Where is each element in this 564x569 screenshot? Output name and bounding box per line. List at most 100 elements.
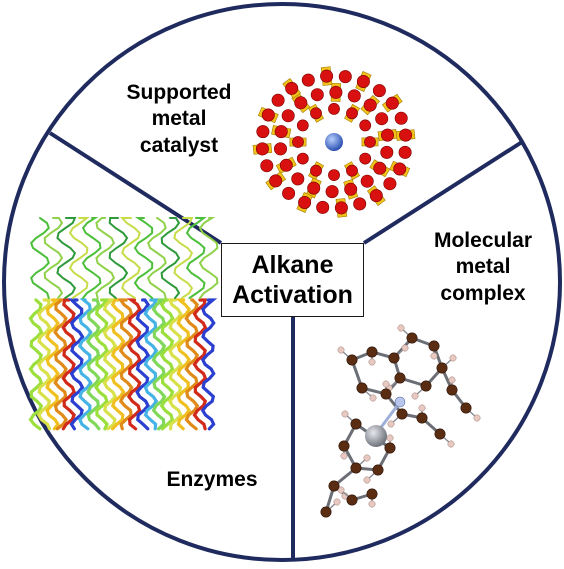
enzyme-loop	[133, 217, 154, 299]
molecular-metal-complex-label: Molecular metal complex	[408, 228, 558, 307]
metal-center-atom	[365, 425, 387, 447]
center-title-box: Alkane Activation	[221, 243, 364, 317]
zeolite-oxygen-atom	[316, 200, 330, 214]
zeolite-oxygen-atom	[296, 119, 309, 132]
hydrogen-atom	[369, 394, 377, 402]
carbon-atom	[416, 412, 428, 424]
zeolite-oxygen-atom	[255, 142, 269, 156]
enzyme-loop	[68, 217, 90, 299]
zeolite-oxygen-atom	[364, 136, 376, 148]
hydrogen-atom	[341, 410, 349, 418]
enzyme-helix	[200, 298, 218, 431]
hydrogen-atom	[386, 434, 394, 442]
enzyme-helix	[28, 298, 44, 431]
enzyme-helix	[151, 298, 168, 431]
hydrogen-atom	[337, 346, 345, 354]
zeolite-oxygen-atom	[260, 159, 274, 173]
supported-label-line3: catalyst	[139, 133, 219, 157]
carbon-atom	[320, 506, 332, 518]
enzymes-label-line1: Enzymes	[166, 468, 258, 491]
carbon-atom	[406, 332, 418, 344]
zeolite-oxygen-atom	[329, 85, 343, 99]
carbon-atom	[428, 340, 440, 352]
zeolite-oxygen-atom	[363, 98, 377, 112]
zeolite-oxygen-atom	[399, 128, 413, 142]
zeolite-oxygen-atom	[310, 107, 322, 120]
enzyme-helix	[117, 298, 134, 431]
enzyme-loop	[108, 217, 129, 299]
enzyme-helix	[61, 298, 77, 431]
hydrogen-atom	[449, 354, 457, 362]
enzyme-loop	[160, 217, 181, 299]
zeolite-oxygen-atom	[296, 152, 309, 165]
enzyme-helix	[143, 298, 159, 431]
hydrogen-atom	[411, 392, 419, 400]
hydrogen-atom	[333, 498, 341, 506]
zeolite-oxygen-atom	[310, 88, 324, 102]
hydrogen-atom	[418, 404, 426, 412]
hydrogen-atom	[363, 454, 371, 462]
carbon-atom	[394, 372, 406, 384]
enzyme-helix	[110, 298, 126, 431]
divider-right	[362, 140, 524, 245]
zeolite-oxygen-atom	[307, 181, 321, 195]
hydrogen-atom	[363, 476, 371, 484]
enzyme-helix	[77, 298, 93, 431]
zeolite-oxygen-atom	[328, 169, 340, 181]
zeolite-oxygen-atom	[353, 197, 367, 211]
enzyme-helix	[53, 298, 69, 431]
enzyme-helix	[167, 298, 183, 431]
carbon-atom	[350, 418, 362, 430]
carbon-atom	[420, 380, 432, 392]
enzyme-helix	[184, 298, 200, 431]
enzyme-helix	[94, 298, 111, 431]
enzyme-loop	[198, 217, 219, 299]
zeolite-oxygen-atom	[301, 73, 315, 87]
zeolite-oxygen-atom	[394, 111, 408, 125]
hydrogen-atom	[473, 414, 481, 422]
zeolite-oxygen-atom	[291, 172, 305, 186]
zeolite-oxygen-atom	[393, 162, 407, 176]
zeolite-oxygen-atom	[380, 145, 394, 159]
zeolite-oxygen-atom	[273, 142, 287, 156]
supported-label-line2: metal	[151, 107, 207, 131]
zeolite-oxygen-atom	[328, 103, 340, 115]
carbon-atom	[384, 442, 396, 454]
zeolite-oxygen-atom	[385, 96, 399, 110]
zeolite-oxygen-atom	[338, 70, 352, 84]
zeolite-oxygen-atom	[274, 125, 288, 139]
hydrogen-atom	[340, 452, 348, 460]
carbon-atom	[436, 362, 448, 374]
metal-atom-icon	[325, 133, 343, 151]
zeolite-oxygen-atom	[320, 69, 334, 83]
carbon-atom	[396, 408, 408, 420]
carbon-atom	[346, 354, 358, 366]
supported-label-line1: Supported	[126, 81, 232, 104]
molecular-label-line3: complex	[440, 281, 526, 305]
molecular-complex-illustration	[320, 324, 481, 518]
enzyme-helix	[67, 298, 85, 431]
circle-structure	[2, 2, 562, 562]
carbon-atom	[328, 480, 340, 492]
zeolite-oxygen-atom	[271, 93, 285, 107]
zeolite-oxygen-atom	[372, 84, 386, 98]
enzyme-helix	[174, 298, 192, 431]
zeolite-oxygen-atom	[292, 136, 304, 148]
zeolite-oxygen-atom	[256, 125, 270, 139]
zeolite-oxygen-atom	[356, 75, 370, 89]
enzyme-loop	[185, 217, 207, 299]
carbon-atom	[372, 464, 384, 476]
enzyme-helix	[85, 298, 101, 431]
enzyme-loop	[146, 217, 167, 299]
enzyme-loop	[30, 217, 50, 299]
enzyme-loop	[43, 217, 64, 299]
carbon-atom	[446, 384, 458, 396]
zeolite-oxygen-atom	[360, 174, 374, 188]
enzyme-loop	[119, 217, 141, 299]
outer-circle	[2, 2, 562, 562]
zeolite-oxygen-atom	[261, 108, 275, 122]
hydrogen-atom	[368, 358, 376, 366]
zeolite-oxygen-atom	[344, 182, 358, 196]
zeolite-oxygen-atom	[346, 107, 358, 120]
